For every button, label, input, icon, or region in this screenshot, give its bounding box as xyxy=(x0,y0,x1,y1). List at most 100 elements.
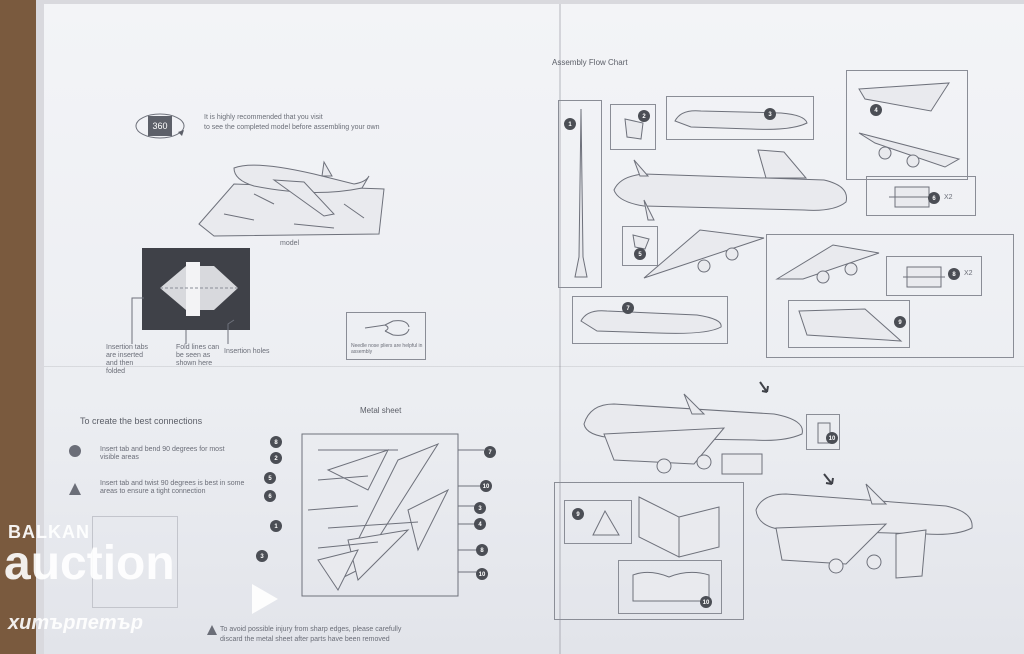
part-3-fuselage-side xyxy=(674,110,808,130)
callout-lines xyxy=(131,297,235,344)
svg-text:6: 6 xyxy=(268,494,272,500)
part-9-wing-bottom xyxy=(798,308,903,342)
fold-detail-photo xyxy=(142,248,250,330)
step-6-box xyxy=(866,176,976,216)
step-number-9: 9 xyxy=(894,316,906,328)
part-9-stand-piece xyxy=(592,509,620,536)
svg-text:10: 10 xyxy=(829,436,836,442)
step-9-stand-box xyxy=(564,500,632,544)
step-number-6: 6 xyxy=(928,192,940,204)
svg-text:9: 9 xyxy=(898,320,902,326)
completed-model-illustration xyxy=(198,160,385,237)
stand-assembly-diagram xyxy=(638,496,720,558)
model-label: model xyxy=(280,240,300,247)
svg-text:2: 2 xyxy=(642,114,646,120)
pliers-icon xyxy=(364,320,410,336)
sheet-number-2: 2 xyxy=(270,452,282,464)
intro-note-line1: It is highly recommended that you visit xyxy=(204,114,323,121)
airplane-partial-assembly xyxy=(583,393,803,475)
sheet-number-7: 7 xyxy=(484,446,496,458)
step-number-4: 4 xyxy=(870,104,882,116)
sheet-number-5: 5 xyxy=(264,472,276,484)
step-number-8: 8 xyxy=(948,268,960,280)
part-2-tab xyxy=(624,118,644,140)
airplane-final-assembly xyxy=(755,483,973,579)
rotate-360-icon: 360 xyxy=(135,113,185,139)
step-4-box xyxy=(846,70,968,180)
part-wing-with-engines xyxy=(858,132,961,168)
sheet-number-8: 8 xyxy=(270,436,282,448)
part-5-bracket xyxy=(632,234,650,250)
sheet-number-6: 6 xyxy=(264,490,276,502)
step-number-9-stand: 9 xyxy=(572,508,584,520)
sheet-number-10: 10 xyxy=(480,480,492,492)
sheet-number-3: 3 xyxy=(256,550,268,562)
step-10-stand-box xyxy=(618,560,722,614)
svg-text:3: 3 xyxy=(768,112,772,118)
metal-sheet-diagram xyxy=(301,433,484,597)
svg-text:4: 4 xyxy=(478,522,482,528)
instruction-sheet: 360 It is highly recommended that you vi… xyxy=(44,4,1024,654)
svg-text:6: 6 xyxy=(932,196,936,202)
svg-text:4: 4 xyxy=(874,108,878,114)
wing-assembly-group-box xyxy=(766,234,1014,358)
svg-text:3: 3 xyxy=(260,554,264,560)
step-3-box xyxy=(666,96,814,140)
warning-line2: discard the metal sheet after parts have… xyxy=(220,636,390,643)
step-number-2: 2 xyxy=(638,110,650,122)
svg-text:10: 10 xyxy=(479,572,486,578)
label-insertion-holes: Insertion holes xyxy=(224,348,270,355)
intro-note-line2: to see the completed model before assemb… xyxy=(204,124,380,131)
part-4-wing-top xyxy=(858,82,950,112)
fold-line-horizontal xyxy=(44,366,1024,367)
svg-text:5: 5 xyxy=(638,252,642,258)
step-8-box xyxy=(886,256,982,296)
down-arrow-icon xyxy=(759,381,769,393)
sheet-number-1: 1 xyxy=(270,520,282,532)
part-10-base xyxy=(632,571,710,602)
step-5-box xyxy=(622,226,658,266)
watermark-seller: хитърпетър xyxy=(8,612,143,634)
play-triangle-icon xyxy=(252,584,278,614)
connections-title: To create the best connections xyxy=(80,416,203,426)
tip-circle: Insert tab and bend 90 degrees for most … xyxy=(100,446,225,461)
stand-assembly-box xyxy=(554,482,744,620)
wing-right-with-engines xyxy=(775,244,880,284)
step-number-1: 1 xyxy=(564,118,576,130)
svg-text:7: 7 xyxy=(488,450,492,456)
svg-text:7: 7 xyxy=(626,306,630,312)
watermark-auction: auction xyxy=(4,537,175,590)
warning-line1: To avoid possible injury from sharp edge… xyxy=(220,626,402,633)
part-8-engine xyxy=(903,266,945,288)
sheet-number-3: 3 xyxy=(474,502,486,514)
multiplier-8: X2 xyxy=(964,270,973,277)
step-2-box xyxy=(610,104,656,150)
watermark-balkan: BALKAN xyxy=(8,522,90,542)
tool-note: Needle nose pliers are helpful in assemb… xyxy=(351,343,423,355)
svg-text:9: 9 xyxy=(576,512,580,518)
assembled-wing-left xyxy=(643,229,765,279)
down-arrow-icon xyxy=(823,473,834,485)
metal-sheet-title: Metal sheet xyxy=(360,406,402,415)
step-number-7: 7 xyxy=(622,302,634,314)
svg-text:360: 360 xyxy=(152,121,167,131)
part-7-fuselage-bottom xyxy=(580,310,722,334)
multiplier-6: X2 xyxy=(944,194,953,201)
flow-chart-title: Assembly Flow Chart xyxy=(552,58,628,67)
connection-example-box xyxy=(92,516,178,608)
step-number-10: 10 xyxy=(826,432,838,444)
svg-text:1: 1 xyxy=(274,524,278,530)
sheet-number-8: 8 xyxy=(476,544,488,556)
label-insertion-tabs: Insertion tabs are inserted and then fol… xyxy=(106,344,149,375)
svg-text:10: 10 xyxy=(703,600,710,606)
step-number-3: 3 xyxy=(764,108,776,120)
svg-text:5: 5 xyxy=(268,476,272,482)
label-fold-lines: Fold lines can be seen as shown here xyxy=(176,344,220,367)
svg-text:10: 10 xyxy=(483,484,490,490)
tool-note-box: Needle nose pliers are helpful in assemb… xyxy=(346,312,426,360)
svg-text:8: 8 xyxy=(952,272,956,278)
tip-triangle: Insert tab and twist 90 degrees is best … xyxy=(100,480,245,495)
svg-text:2: 2 xyxy=(274,456,278,462)
svg-text:8: 8 xyxy=(274,440,278,446)
step-7-box xyxy=(572,296,728,344)
